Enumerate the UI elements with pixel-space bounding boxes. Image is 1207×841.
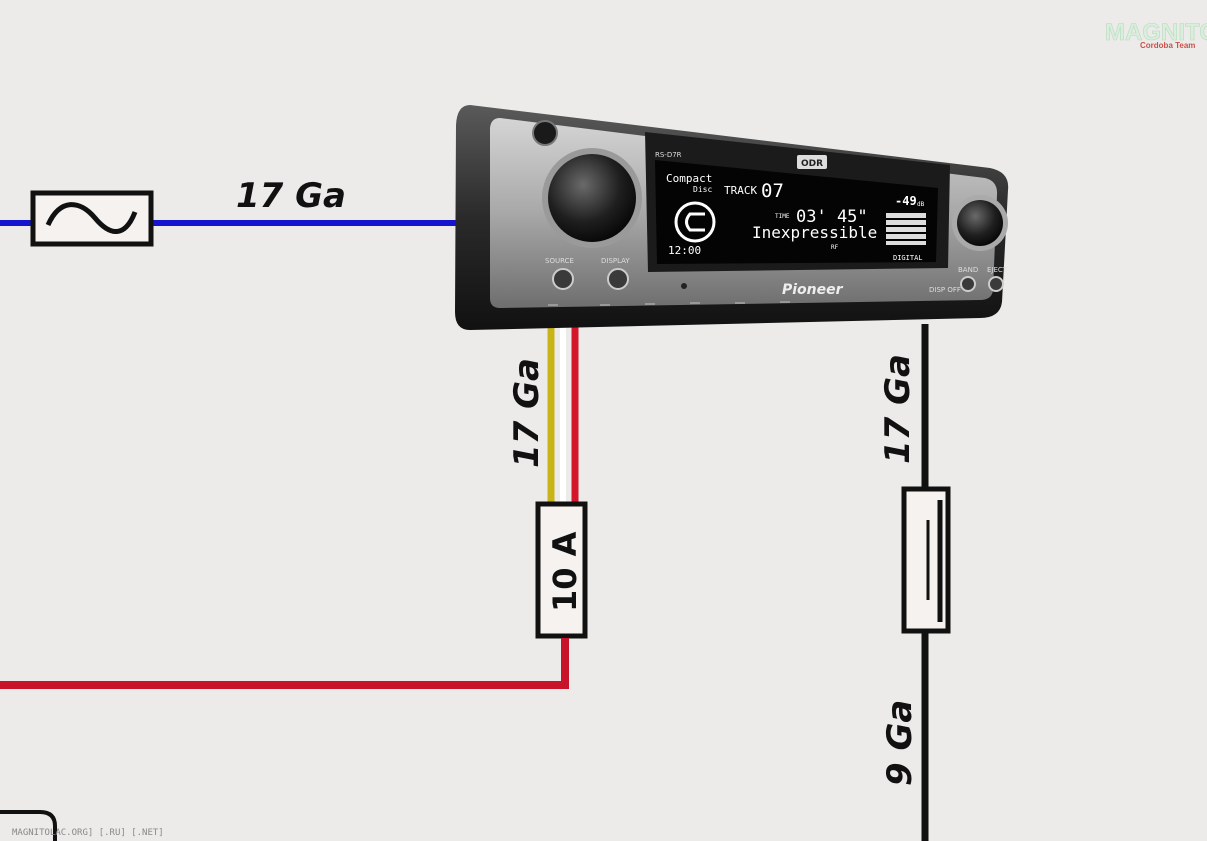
lcd-digital: DIGITAL bbox=[893, 254, 923, 262]
source-label: SOURCE bbox=[545, 257, 574, 265]
lcd-track-number: 07 bbox=[761, 180, 784, 202]
band-label: BAND bbox=[958, 266, 978, 274]
display-button[interactable] bbox=[607, 268, 629, 290]
lcd-clock: 12:00 bbox=[668, 244, 701, 257]
disc-icon bbox=[674, 201, 716, 243]
model-label: RS-D7R bbox=[655, 151, 682, 159]
lcd-track-label: TRACK bbox=[724, 184, 757, 197]
odr-badge: ODR bbox=[801, 159, 823, 169]
noise-filter bbox=[30, 190, 154, 247]
band-button[interactable] bbox=[960, 276, 976, 292]
fuse-rating: 10 A bbox=[546, 531, 584, 612]
footer-text: MAGNITOLAC.ORG] [.RU] [.NET] bbox=[12, 828, 164, 838]
multi-control-knob[interactable] bbox=[957, 200, 1003, 246]
car-radio-head-unit: SOURCE DISPLAY BAND EJECT DISP OFF Pione… bbox=[455, 105, 1009, 330]
lcd-level: -49 bbox=[895, 194, 917, 208]
top-wire-gauge-label: 17 Ga bbox=[236, 176, 346, 216]
battery-wire bbox=[0, 638, 569, 689]
power-wire-gauge-label: 17 Ga bbox=[507, 358, 547, 468]
watermark-sub: Cordoba Team bbox=[1140, 41, 1195, 50]
display-label: DISPLAY bbox=[601, 257, 630, 265]
lcd-time-value: 03' 45" bbox=[796, 207, 868, 227]
brand-logo: Pioneer bbox=[782, 282, 844, 298]
ground-wire-top-gauge-label: 17 Ga bbox=[878, 354, 918, 464]
source-button[interactable] bbox=[552, 268, 574, 290]
disp-off-label: DISP OFF bbox=[929, 286, 961, 294]
lcd-title: Inexpressible bbox=[752, 223, 877, 242]
ground-wire-bottom-gauge-label: 9 Ga bbox=[880, 700, 920, 786]
sine-wave-icon bbox=[45, 202, 138, 234]
volume-knob[interactable] bbox=[548, 154, 636, 242]
ground-resistor bbox=[901, 486, 951, 634]
watermark-brand: MAGNITOLA bbox=[1105, 19, 1207, 46]
level-meter bbox=[886, 213, 926, 245]
eject-label: EJECT bbox=[987, 266, 1008, 274]
lcd-rf: RF bbox=[831, 244, 839, 251]
watermark-logo: MAGNITOLA Cordoba Team bbox=[1105, 19, 1207, 50]
lcd-time-label: TIME bbox=[775, 213, 790, 220]
fuse-10a: 10 A bbox=[535, 501, 588, 639]
partial-component-outline bbox=[0, 810, 57, 841]
power-wires bbox=[547, 326, 579, 502]
eject-button[interactable] bbox=[988, 276, 1004, 292]
lcd-level-unit: dB bbox=[917, 201, 925, 208]
lcd-mode-line1: Compact bbox=[666, 172, 712, 185]
lcd-mode-line2: Disc bbox=[693, 185, 712, 194]
